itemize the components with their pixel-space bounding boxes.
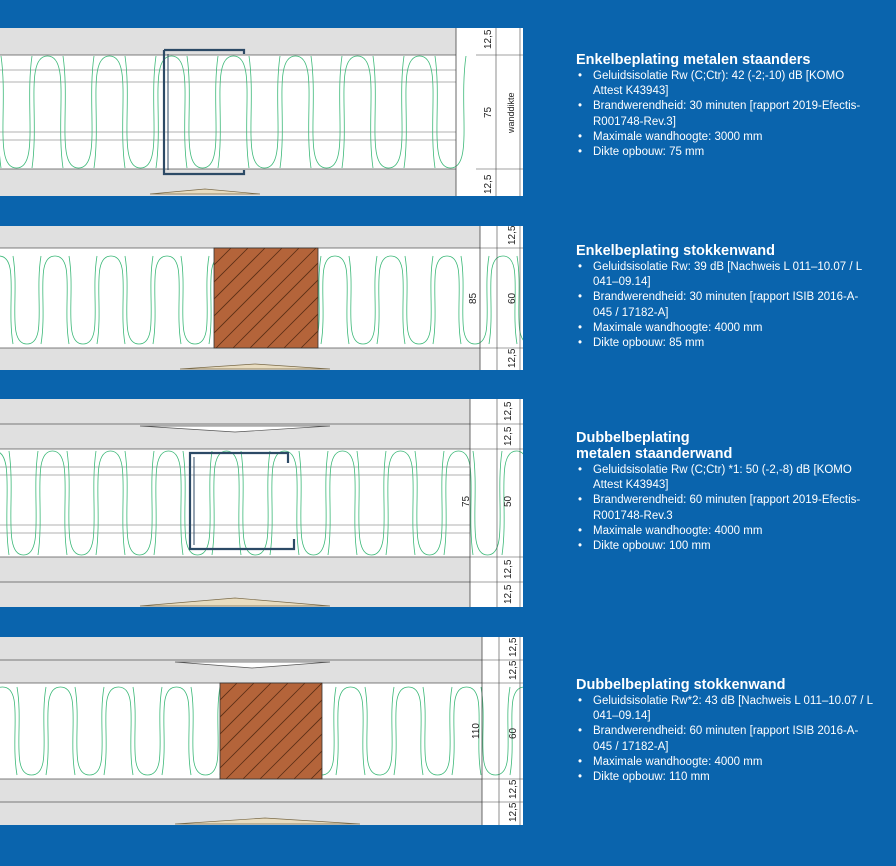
dim-top-1: 12,5 [483,29,494,49]
spec-title-1: Enkelbeplating metalen staanders [576,52,811,68]
spec-block-1: Enkelbeplating metalen staanders Geluids… [576,52,876,160]
spec-item: Dikte opbouw: 100 mm [576,539,876,554]
dim-top2-4: 12,5 [508,660,519,680]
spec-item: Geluidsisolatie Rw*2: 43 dB [Nachweis L … [576,694,876,724]
spec-item: Geluidsisolatie Rw (C;Ctr) *1: 50 (-2,-8… [576,463,876,493]
dim-bottom1-3: 12,5 [503,559,514,579]
spec-list-2: Geluidsisolatie Rw: 39 dB [Nachweis L 01… [576,260,876,351]
dim-middle-3: 50 [503,495,514,507]
drawing-panel-1: 12,5 75 12,5 wanddikte [0,28,523,196]
dim-top2-3: 12,5 [503,426,514,446]
drawing-panel-4: 12,5 12,5 110 60 12,5 12,5 [0,637,523,825]
spec-item: Maximale wandhoogte: 4000 mm [576,755,876,770]
spec-item: Maximale wandhoogte: 3000 mm [576,130,876,145]
dim-total-3: 75 [461,495,472,507]
dim-top1-3: 12,5 [503,401,514,421]
spec-list-3: Geluidsisolatie Rw (C;Ctr) *1: 50 (-2,-8… [576,463,876,554]
spec-list-1: Geluidsisolatie Rw (C;Ctr): 42 (-2;-10) … [576,69,876,160]
spec-item: Brandwerendheid: 60 minuten [rapport ISI… [576,724,876,754]
dim-bottom2-3: 12,5 [503,584,514,604]
dim-bottom-2: 12,5 [507,348,518,368]
spec-block-2: Enkelbeplating stokkenwand Geluidsisolat… [576,243,876,351]
dim-middle-4: 60 [508,727,519,739]
spec-item: Brandwerendheid: 30 minuten [rapport 201… [576,99,876,129]
spec-list-4: Geluidsisolatie Rw*2: 43 dB [Nachweis L … [576,694,876,785]
dim-total-2: 85 [468,292,479,304]
spec-item: Dikte opbouw: 75 mm [576,145,876,160]
dim-bottom2-4: 12,5 [508,802,519,822]
dim-top-2: 12,5 [507,226,518,245]
dim-side-label-1: wanddikte [506,92,516,134]
spec-item: Geluidsisolatie Rw (C;Ctr): 42 (-2;-10) … [576,69,876,99]
spec-title-2: Enkelbeplating stokkenwand [576,243,776,259]
drawing-panel-2: 12,5 85 60 12,5 [0,226,523,370]
spec-item: Brandwerendheid: 60 minuten [rapport 201… [576,493,876,523]
spec-item: Geluidsisolatie Rw: 39 dB [Nachweis L 01… [576,260,876,290]
spec-item: Dikte opbouw: 85 mm [576,336,876,351]
spec-item: Dikte opbouw: 110 mm [576,770,876,785]
dim-middle-2: 60 [507,292,518,304]
spec-item: Brandwerendheid: 30 minuten [rapport ISI… [576,290,876,320]
dim-bottom1-4: 12,5 [508,779,519,799]
spec-item: Maximale wandhoogte: 4000 mm [576,524,876,539]
dim-total-4: 110 [471,723,482,739]
spec-title-4: Dubbelbeplating stokkenwand [576,677,786,693]
spec-block-4: Dubbelbeplating stokkenwand Geluidsisola… [576,677,876,785]
dim-middle-1: 75 [483,106,494,118]
drawing-panel-3: 12,5 12,5 75 50 12,5 12,5 [0,399,523,607]
dim-top1-4: 12,5 [508,637,519,657]
spec-item: Maximale wandhoogte: 4000 mm [576,321,876,336]
dim-bottom-1: 12,5 [483,174,494,194]
